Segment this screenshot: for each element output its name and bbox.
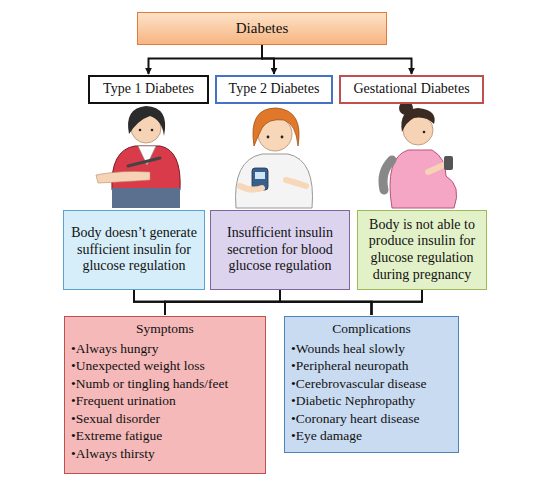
symptoms-box: Symptoms•Always hungry•Unexpected weight…: [64, 316, 266, 474]
list-item: •Frequent urination: [71, 392, 259, 410]
list-item: •Peripheral neuropath: [291, 357, 452, 375]
box-label: Gestational Diabetes: [344, 81, 479, 98]
list-item: •Diabetic Nephropathy: [291, 392, 452, 410]
description-box: Insufficient insulin secretion for blood…: [210, 210, 350, 290]
list-item: •Sexual disorder: [71, 410, 259, 428]
description-box: Body is not able to produce insulin for …: [357, 210, 487, 290]
type-box: Type 1 Diabetes: [88, 75, 209, 104]
list-item: •Coronary heart disease: [291, 410, 452, 428]
box-label: Insufficient insulin secretion for blood…: [215, 225, 345, 275]
list-item: •Wounds heal slowly: [291, 338, 452, 358]
complications-box: Complications•Wounds heal slowly•Periphe…: [284, 316, 459, 453]
list-item: •Extreme fatigue: [71, 427, 259, 445]
type-box: Gestational Diabetes: [339, 75, 484, 104]
list-item: •Always thirsty: [71, 445, 259, 463]
box-label: Body is not able to produce insulin for …: [362, 217, 482, 283]
list-item: •Unexpected weight loss: [71, 357, 259, 375]
list-item: •Cerebrovascular disease: [291, 375, 452, 393]
connector: [149, 45, 263, 74]
box-label: Diabetes: [144, 20, 380, 38]
box-label: Type 1 Diabetes: [93, 81, 204, 98]
list-item: •Numb or tingling hands/feet: [71, 375, 259, 393]
connector: [262, 45, 412, 74]
box-label: Body doesn’t generate sufficient insulin…: [68, 225, 200, 275]
woman-figure-1: [96, 106, 180, 208]
connector: [372, 290, 423, 315]
box-label: Type 2 Diabetes: [220, 81, 328, 98]
root-box: Diabetes: [137, 12, 387, 45]
type-box: Type 2 Diabetes: [215, 75, 333, 104]
woman-figure-2: [236, 108, 313, 208]
list-item: •Eye damage: [291, 427, 452, 445]
box-heading: Complications: [291, 320, 452, 338]
connector: [165, 290, 422, 315]
pregnant-woman-figure: [383, 101, 457, 208]
list-item: •Always hungry: [71, 338, 259, 358]
box-heading: Symptoms: [71, 320, 259, 338]
description-box: Body doesn’t generate sufficient insulin…: [63, 210, 205, 290]
